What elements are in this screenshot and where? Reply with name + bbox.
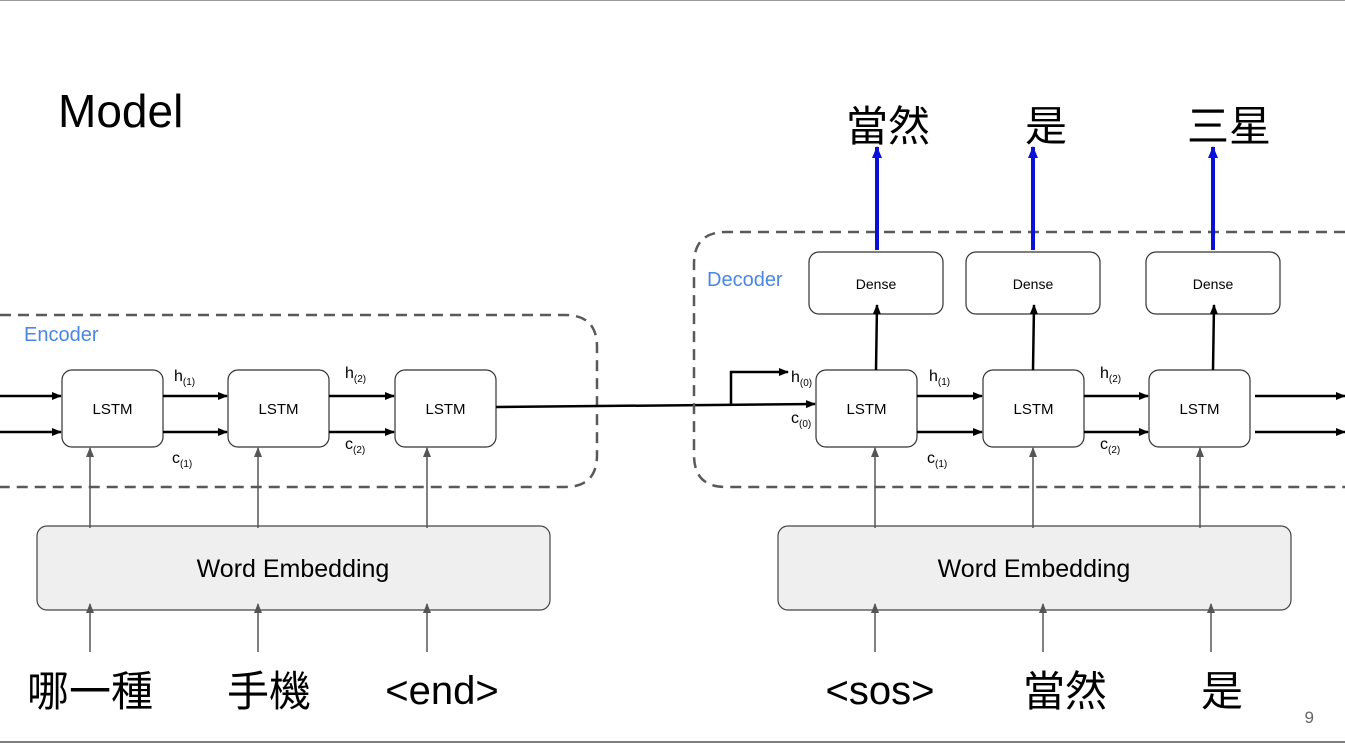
lstm-label: LSTM <box>1013 401 1053 418</box>
decoder-container <box>692 230 1345 489</box>
encoder-h1-label: h(1) <box>174 368 195 388</box>
decoder-word-embedding: Word Embedding <box>777 525 1292 611</box>
decoder-output-token: 是 <box>1025 102 1067 151</box>
decoder-h2-label: h(2) <box>1100 365 1121 385</box>
lstm-to-dense-arrow-3 <box>1209 304 1218 371</box>
encoder-input-token: 手機 <box>227 667 311 716</box>
dense-2: Dense <box>965 251 1101 315</box>
decoder-input-token: 當然 <box>1023 667 1107 716</box>
encoder-input-token: <end> <box>385 669 498 713</box>
dense-label: Dense <box>1013 276 1054 292</box>
decoder-h1-label: h(1) <box>929 368 950 388</box>
decoder-c2-label: c(2) <box>1100 436 1120 456</box>
lstm-label: LSTM <box>92 401 132 418</box>
dense-1: Dense <box>808 251 944 315</box>
lstm-label: LSTM <box>1179 401 1219 418</box>
encoder-lstm-2: LSTM <box>227 369 330 448</box>
encoder-word-embedding: Word Embedding <box>36 525 551 611</box>
lstm-label: LSTM <box>846 401 886 418</box>
encoder-c2-label: c(2) <box>345 436 365 456</box>
embedding-label: Word Embedding <box>197 555 390 583</box>
encoder-c1-label: c(1) <box>172 450 192 470</box>
encoder-lstm-3: LSTM <box>394 369 497 448</box>
decoder-c0-label: c(0) <box>791 410 811 430</box>
decoder-lstm-3: LSTM <box>1148 369 1251 448</box>
decoder-input-token: 是 <box>1201 667 1243 716</box>
encoder-container <box>0 313 599 489</box>
decoder-lstm-1: LSTM <box>815 369 918 448</box>
lstm-to-dense-arrow-1 <box>872 304 881 371</box>
embedding-label: Word Embedding <box>938 555 1131 583</box>
decoder-c1-label: c(1) <box>927 450 947 470</box>
decoder-label: Decoder <box>707 269 783 291</box>
decoder-h0-label: h(0) <box>791 369 812 389</box>
dense-3: Dense <box>1145 251 1281 315</box>
decoder-input-token: <sos> <box>826 669 935 713</box>
encoder-input-token: 哪一種 <box>27 667 153 716</box>
encoder-lstm-1: LSTM <box>61 369 164 448</box>
context-h-branch-arrow <box>729 368 789 405</box>
dense-label: Dense <box>856 276 897 292</box>
dense-label: Dense <box>1193 276 1234 292</box>
encoder-h2-label: h(2) <box>345 365 366 385</box>
lstm-label: LSTM <box>425 401 465 418</box>
lstm-label: LSTM <box>258 401 298 418</box>
decoder-lstm-2: LSTM <box>982 369 1085 448</box>
encoder-label: Encoder <box>24 324 99 346</box>
decoder-output-token: 當然 <box>846 102 930 151</box>
decoder-output-token: 三星 <box>1187 102 1271 151</box>
context-arrow <box>495 400 816 409</box>
lstm-to-dense-arrow-2 <box>1029 304 1038 371</box>
slide-title: Model <box>58 85 183 137</box>
page-number: 9 <box>1305 708 1314 727</box>
